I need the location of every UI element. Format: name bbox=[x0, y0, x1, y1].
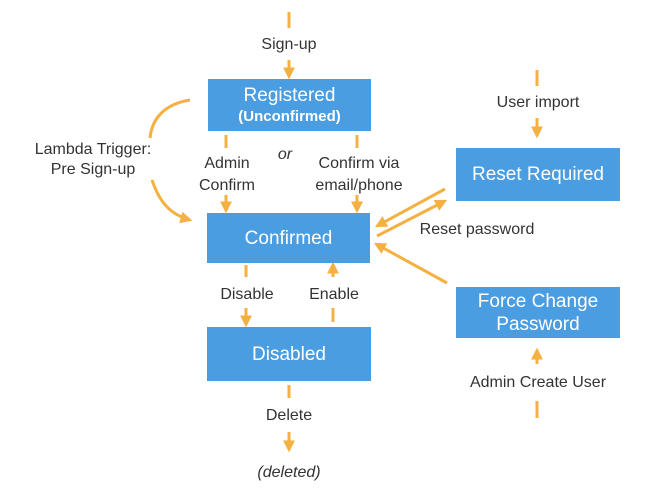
state-force-change-line2: Password bbox=[496, 313, 580, 335]
label-sign-up: Sign-up bbox=[261, 36, 317, 53]
state-reset-required-label: Reset Required bbox=[471, 164, 605, 185]
label-enable: Enable bbox=[309, 286, 359, 303]
lambda-curve-lower bbox=[150, 179, 193, 224]
force-change-to-confirmed-arrow bbox=[373, 242, 448, 285]
label-or: or bbox=[277, 146, 293, 163]
label-confirm-via-line2: email/phone bbox=[315, 177, 403, 194]
state-registered-title: Registered bbox=[243, 85, 336, 106]
label-lambda-trigger-line2: Pre Sign-up bbox=[50, 161, 136, 178]
label-user-import: User import bbox=[496, 94, 580, 111]
state-registered-subtitle: (Unconfirmed) bbox=[238, 108, 341, 125]
label-lambda-trigger-line1: Lambda Trigger: bbox=[34, 141, 152, 158]
state-disabled: Disabled bbox=[207, 327, 371, 381]
state-force-change-line1: Force Change bbox=[477, 290, 599, 312]
label-delete: Delete bbox=[265, 407, 313, 424]
state-reset-required: Reset Required bbox=[456, 148, 620, 201]
confirmed-to-reset-arrow bbox=[376, 199, 448, 238]
label-admin-confirm-line1: Admin bbox=[204, 155, 250, 172]
state-registered: Registered (Unconfirmed) bbox=[208, 79, 371, 131]
label-confirm-via-line1: Confirm via bbox=[318, 155, 400, 172]
state-confirmed-label: Confirmed bbox=[244, 227, 333, 249]
label-reset-password: Reset password bbox=[419, 221, 535, 238]
state-force-change-password: Force Change Password bbox=[456, 287, 620, 338]
label-admin-create-user: Admin Create User bbox=[469, 374, 607, 391]
state-disabled-label: Disabled bbox=[252, 343, 326, 365]
label-admin-confirm-line2: Confirm bbox=[198, 177, 256, 194]
lambda-curve-upper bbox=[148, 98, 191, 139]
reset-to-confirmed-arrow bbox=[374, 187, 446, 228]
label-deleted: (deleted) bbox=[257, 464, 321, 481]
state-confirmed: Confirmed bbox=[207, 213, 370, 263]
label-disable: Disable bbox=[220, 286, 274, 303]
